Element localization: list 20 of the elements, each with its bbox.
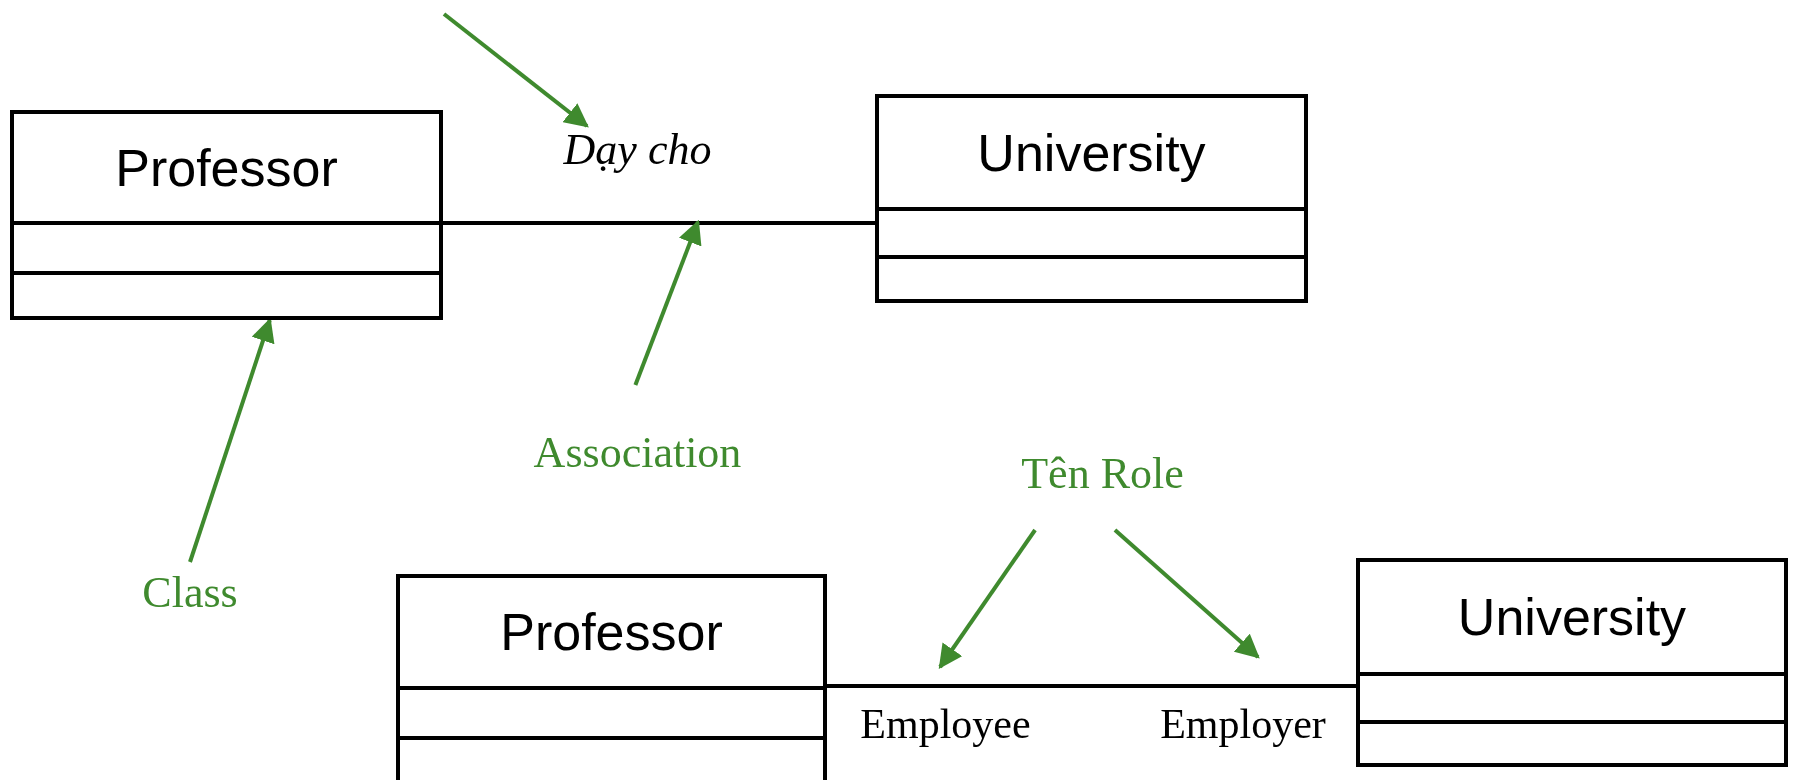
pointer-arrow [442,12,589,128]
class-box [10,110,443,320]
pointer-arrow [633,219,702,386]
class-box [875,94,1308,303]
annotation-label: Class [142,568,238,618]
association-line [827,683,1356,689]
class-name: University [1457,587,1687,647]
class-box [396,574,827,780]
association-line [443,220,875,225]
class-box [1356,558,1788,767]
annotation-label: Tên Role [1021,450,1184,499]
pointer-arrow [1113,528,1260,659]
association-name: Dạy cho [563,126,712,175]
role-name: Employee [860,700,1031,747]
class-name: Professor [500,602,723,662]
class-name: Professor [115,137,338,198]
annotation-label: Association [533,428,742,477]
class-name: University [977,122,1206,183]
role-name: Employer [1160,700,1326,747]
pointer-arrow [938,528,1037,669]
